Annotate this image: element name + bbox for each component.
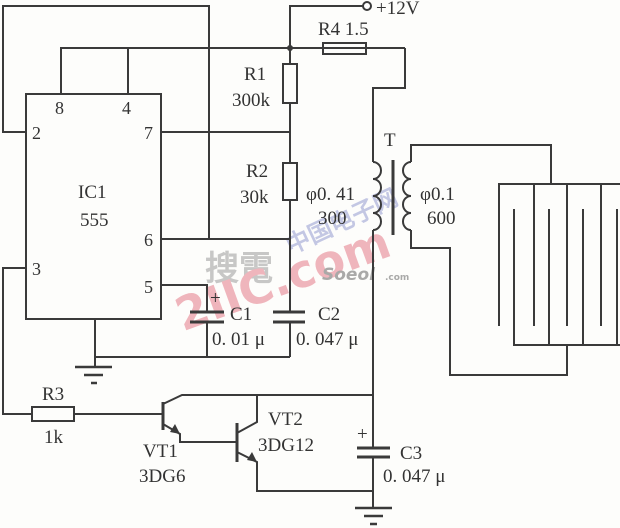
- svg-text:.com: .com: [385, 273, 409, 283]
- ic-555: [25, 93, 162, 320]
- c1-polarity: +: [210, 288, 221, 309]
- junction-dot: [287, 45, 293, 51]
- c3-polarity: +: [357, 424, 368, 445]
- transistor-vt2: [235, 423, 257, 462]
- r1-value: 300k: [232, 90, 271, 111]
- vt2-type: 3DG12: [258, 435, 314, 456]
- pin-3: 3: [32, 259, 41, 279]
- pin-4: 4: [122, 98, 131, 118]
- c3-name: C3: [400, 443, 422, 464]
- svg-text:Soeol: Soeol: [322, 265, 376, 285]
- r3-name: R3: [42, 384, 64, 405]
- r2-name: R2: [246, 161, 268, 182]
- resistor-r2: [282, 162, 298, 201]
- vt1-type: 3DG6: [139, 466, 185, 487]
- r3-value: 1k: [44, 427, 64, 448]
- supply-label: +12V: [376, 0, 420, 19]
- resistor-r3: [31, 406, 75, 422]
- c2-name: C2: [318, 304, 340, 325]
- secondary-turns: 600: [427, 208, 456, 229]
- r2-value: 30k: [240, 187, 269, 208]
- resistor-r4: [322, 42, 367, 55]
- ground-icon: [355, 506, 392, 526]
- interdigitated-electrode: [498, 183, 620, 346]
- primary-turns: 300: [318, 208, 347, 229]
- ground-icon: [75, 365, 112, 385]
- c1-name: C1: [230, 304, 252, 325]
- ic-type: 555: [80, 210, 109, 231]
- secondary-wire: φ0.1: [420, 184, 455, 205]
- primary-wire: φ0. 41: [306, 184, 355, 205]
- svg-text:搜電: 搜電: [205, 249, 273, 289]
- pin-6: 6: [144, 230, 153, 250]
- capacitor-c1: [190, 310, 224, 324]
- pin-2: 2: [32, 123, 41, 143]
- transformer-t: [372, 160, 412, 235]
- c2-value: 0. 047 μ: [296, 329, 358, 350]
- r1-name: R1: [244, 64, 266, 85]
- ic-name: IC1: [78, 182, 107, 203]
- r4-label: R4 1.5: [318, 19, 369, 40]
- capacitor-c3: [357, 446, 390, 459]
- supply-terminal: [362, 1, 372, 11]
- c3-value: 0. 047 μ: [383, 466, 445, 487]
- transistor-vt1: [161, 402, 180, 434]
- resistor-r1: [282, 63, 298, 104]
- vt1-name: VT1: [143, 441, 178, 462]
- transformer-name: T: [384, 130, 396, 151]
- capacitor-c2: [273, 310, 305, 324]
- pin-5: 5: [144, 277, 153, 297]
- pin-7: 7: [144, 123, 153, 143]
- vt2-name: VT2: [268, 409, 303, 430]
- c1-value: 0. 01 μ: [212, 329, 265, 350]
- pin-8: 8: [55, 98, 64, 118]
